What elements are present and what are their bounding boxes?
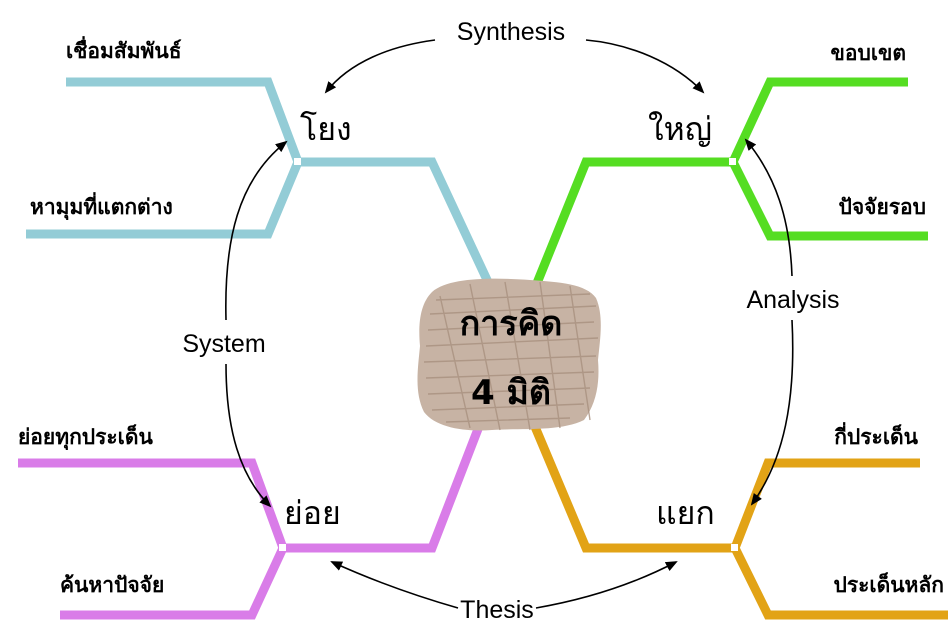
arrow-thesis-to-bottom-right (535, 561, 678, 609)
branch-top-right-upper-line (728, 77, 908, 164)
branch-bottom-left (18, 396, 495, 620)
branch-top-right-lower-line (728, 159, 928, 241)
node-label-bottom-left: ย่อย (284, 494, 341, 532)
node-label-top-left: โยง (300, 110, 352, 148)
center-blob-scribble (423, 281, 599, 431)
leaf-label-top-right-lower: ปัจจัยรอบ (839, 195, 926, 219)
junction-bottom-right (731, 544, 738, 551)
branch-bottom-right-lower-line (730, 546, 948, 620)
branch-bottom-right-stem (528, 420, 735, 553)
arrow-synthesis-to-top-right (585, 39, 705, 94)
branch-bottom-left-lower-line (60, 546, 288, 620)
node-label-bottom-right: แยก (656, 494, 715, 532)
arrow-analysis-to-top-right (744, 138, 793, 277)
leaf-label-bottom-left-lower: ค้นหาปัจจัย (60, 573, 164, 597)
leaf-label-top-left-upper: เชื่อมสัมพันธ์ (66, 35, 182, 63)
branch-top-left-upper-line (66, 77, 303, 164)
arrow-thesis-to-bottom-left (330, 561, 459, 609)
cycle-arrows (225, 39, 794, 609)
branch-top-right-stem (530, 157, 733, 290)
arrow-synthesis-to-top-left (324, 39, 436, 94)
node-label-top-right: ใหญ่ (648, 110, 712, 148)
junction-top-right (729, 158, 736, 165)
center-title-line1: การคิด (460, 304, 563, 344)
leaf-label-top-left-lower: หามุมที่แตกต่าง (30, 191, 173, 221)
arrow-system-to-top-left (225, 140, 288, 321)
label-analysis: Analysis (746, 286, 839, 314)
arrow-analysis-to-bottom-right (750, 319, 794, 506)
arrow-system-to-bottom-left (225, 363, 272, 508)
leaf-label-bottom-left-upper: ย่อยทุกประเด็น (18, 423, 153, 451)
junction-top-left (294, 158, 301, 165)
branch-top-left-stem (298, 157, 493, 284)
branch-bottom-right (528, 420, 948, 620)
center-title-line2: 4 มิติ (471, 373, 551, 413)
junction-bottom-left (279, 544, 286, 551)
label-system: System (182, 330, 265, 358)
leaf-label-top-right-upper: ขอบเขต (831, 41, 906, 65)
center-blob: การคิด 4 มิติ (417, 278, 601, 431)
leaf-label-bottom-right-upper: กี่ประเด็น (834, 421, 919, 449)
branch-top-left (26, 77, 493, 284)
branch-bottom-left-upper-line (18, 458, 288, 550)
branch-top-right (530, 77, 928, 290)
branch-bottom-right-upper-line (730, 458, 920, 550)
branch-top-left-lower-line (26, 160, 303, 239)
label-synthesis: Synthesis (457, 18, 565, 46)
leaf-label-bottom-right-lower: ประเด็นหลัก (834, 571, 945, 597)
branch-bottom-left-stem (283, 396, 495, 553)
label-thesis: Thesis (460, 596, 534, 624)
